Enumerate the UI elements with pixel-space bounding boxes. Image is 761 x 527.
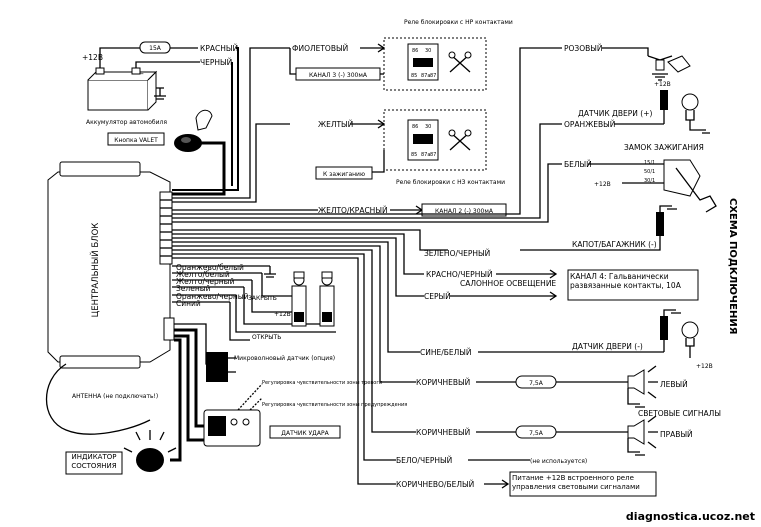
relay-nr: Реле блокировки с НР контактами 86 30 85… — [383, 19, 513, 91]
wire-yellow-red-label: ЖЕЛТО/КРАСНЫЙ — [318, 206, 388, 215]
door-minus-switch: +12В — [660, 309, 713, 370]
wire-green-black-label: ЗЕЛЕНО/ЧЕРНЫЙ — [424, 249, 490, 258]
lock-actuators — [291, 271, 335, 327]
wire-white-label: БЕЛЫЙ — [564, 160, 592, 169]
lock-open-label: ОТКРЫТЬ — [252, 334, 281, 341]
wire-gray-label: СЕРЫЙ — [424, 292, 451, 301]
wire-brown-2-label: КОРИЧНЕВЫЙ — [416, 428, 470, 437]
shock-sensor-label: ДАТЧИК УДАРА — [281, 430, 329, 437]
watermark: diagnostica.ucoz.net — [626, 510, 755, 523]
battery-voltage: +12В — [82, 53, 103, 62]
svg-text:15А: 15А — [149, 45, 162, 52]
channel-2-label: КАНАЛ 2 (-) 300мА — [435, 208, 494, 215]
wire-yellow-label: ЖЕЛТЫЙ — [318, 120, 353, 129]
wire-blue-white-label: СИНЕ/БЕЛЫЙ — [420, 348, 472, 357]
pink-button — [647, 55, 691, 81]
diagram-title: СХЕМА ПОДКЛЮЧЕНИЯ — [727, 198, 738, 334]
relay-nr-label: Реле блокировки с НР контактами — [404, 19, 513, 26]
central-unit: ЦЕНТРАЛЬНЫЙ БЛОК — [47, 161, 171, 369]
svg-text:Оранжево/черный: Оранжево/черный — [176, 292, 249, 301]
door-plus-label: ДАТЧИК ДВЕРИ (+) — [578, 109, 653, 118]
svg-text:86: 86 — [412, 48, 418, 54]
battery-label: Аккумулятор автомобиля — [86, 119, 167, 126]
left-lamp — [627, 365, 658, 408]
svg-text:30: 30 — [425, 48, 431, 54]
svg-text:Зеленый: Зеленый — [176, 284, 211, 293]
lock-wires: Оранжево/белый Желто/белый Желто/черный … — [172, 263, 336, 341]
antenna-label: АНТЕННА (не подключать!) — [72, 393, 158, 400]
svg-text:+12В: +12В — [594, 181, 611, 188]
right-label: ПРАВЫЙ — [660, 430, 693, 439]
ignition-lock — [663, 159, 717, 213]
svg-text:87a: 87a — [421, 152, 430, 158]
relay-power-label: Питание +12В встроенного реле управления… — [512, 474, 640, 491]
svg-text:Синий: Синий — [176, 299, 201, 308]
valet-button: Кнопка VALET — [107, 109, 213, 152]
wire-pink-label: РОЗОВЫЙ — [564, 44, 603, 53]
svg-text:87: 87 — [430, 73, 436, 79]
svg-text:30: 30 — [425, 124, 431, 130]
svg-text:+12В: +12В — [696, 363, 713, 370]
microwave-sensor: Микроволновый датчик (опция) — [206, 352, 335, 382]
ignition-lock-label: ЗАМОК ЗАЖИГАНИЯ — [624, 143, 704, 152]
svg-text:85: 85 — [411, 152, 417, 158]
svg-text:Оранжево/белый: Оранжево/белый — [176, 263, 244, 272]
relay-nz-label: Реле блокировки с НЗ контактами — [396, 179, 505, 186]
wire-brown-white-label: КОРИЧНЕВО/БЕЛЫЙ — [396, 480, 474, 489]
ignition-label: К зажиганию — [323, 171, 365, 178]
svg-text:15/1: 15/1 — [644, 160, 655, 166]
wire-black-label: ЧЕРНЫЙ — [200, 58, 232, 67]
svg-text:+12В: +12В — [274, 311, 291, 318]
svg-text:7,5А: 7,5А — [529, 380, 544, 387]
not-used-label: (не используется) — [530, 458, 587, 465]
left-label: ЛЕВЫЙ — [660, 380, 688, 389]
svg-text:Желто/черный: Желто/черный — [176, 277, 235, 286]
mic-sensor-label: Микроволновый датчик (опция) — [234, 355, 335, 362]
channel-3-label: КАНАЛ 3 (-) 300мА — [309, 72, 368, 79]
wire-violet-label: ФИОЛЕТОВЫЙ — [292, 44, 348, 53]
antenna: АНТЕННА (не подключать!) — [45, 363, 158, 435]
indicator-label: ИНДИКАТОР СОСТОЯНИЯ — [71, 453, 117, 470]
hood-label: КАПОТ/БАГАЖНИК (-) — [572, 240, 657, 249]
svg-text:50/1: 50/1 — [644, 169, 655, 175]
door-minus-label: ДАТЧИК ДВЕРИ (-) — [572, 342, 643, 351]
wire-red-black-label: КРАСНО/ЧЕРНЫЙ — [426, 270, 493, 279]
svg-text:86: 86 — [412, 124, 418, 130]
wire-brown-1-label: КОРИЧНЕВЫЙ — [416, 378, 470, 387]
wire-orange-label: ОРАНЖЕВЫЙ — [564, 120, 615, 129]
svg-text:85: 85 — [411, 73, 417, 79]
right-lamp — [627, 415, 658, 456]
valet-button-label: Кнопка VALET — [114, 137, 158, 144]
connector-pins — [159, 191, 175, 341]
signals-label: СВЕТОВЫЕ СИГНАЛЫ — [638, 409, 721, 418]
svg-text:Желто/белый: Желто/белый — [176, 270, 230, 279]
door-plus-switch: +12В — [654, 81, 710, 134]
svg-text:+12В: +12В — [654, 81, 671, 88]
channel-4-label: КАНАЛ 4: Гальванически развязанные конта… — [570, 272, 681, 290]
shock-sensor: Регулировка чувствительности зоны тревог… — [203, 380, 407, 447]
svg-text:7,5А: 7,5А — [529, 430, 544, 437]
svg-text:87a: 87a — [421, 73, 430, 79]
adj-alarm-label: Регулировка чувствительности зоны тревог… — [262, 380, 382, 386]
svg-text:30/1: 30/1 — [644, 178, 655, 184]
adj-warn-label: Регулировка чувствительности зоны предуп… — [262, 402, 407, 408]
salon-lighting-label: САЛОННОЕ ОСВЕЩЕНИЕ — [460, 279, 556, 288]
relay-nz: 86 30 85 87a 87 Реле блокировки с НЗ кон… — [383, 109, 505, 186]
wire-white-black-label: БЕЛО/ЧЕРНЫЙ — [396, 456, 452, 465]
central-unit-label: ЦЕНТРАЛЬНЫЙ БЛОК — [89, 223, 101, 318]
lock-close-label: ЗАКРЫТЬ — [248, 295, 277, 302]
indicator: ИНДИКАТОР СОСТОЯНИЯ — [65, 430, 177, 475]
svg-text:87: 87 — [430, 152, 436, 158]
svg-text:–: – — [140, 69, 144, 78]
wire-red-label: КРАСНЫЙ — [200, 44, 238, 53]
hood-switch — [656, 212, 664, 236]
battery: +12В – Аккумулятор автомобиля — [82, 53, 167, 126]
